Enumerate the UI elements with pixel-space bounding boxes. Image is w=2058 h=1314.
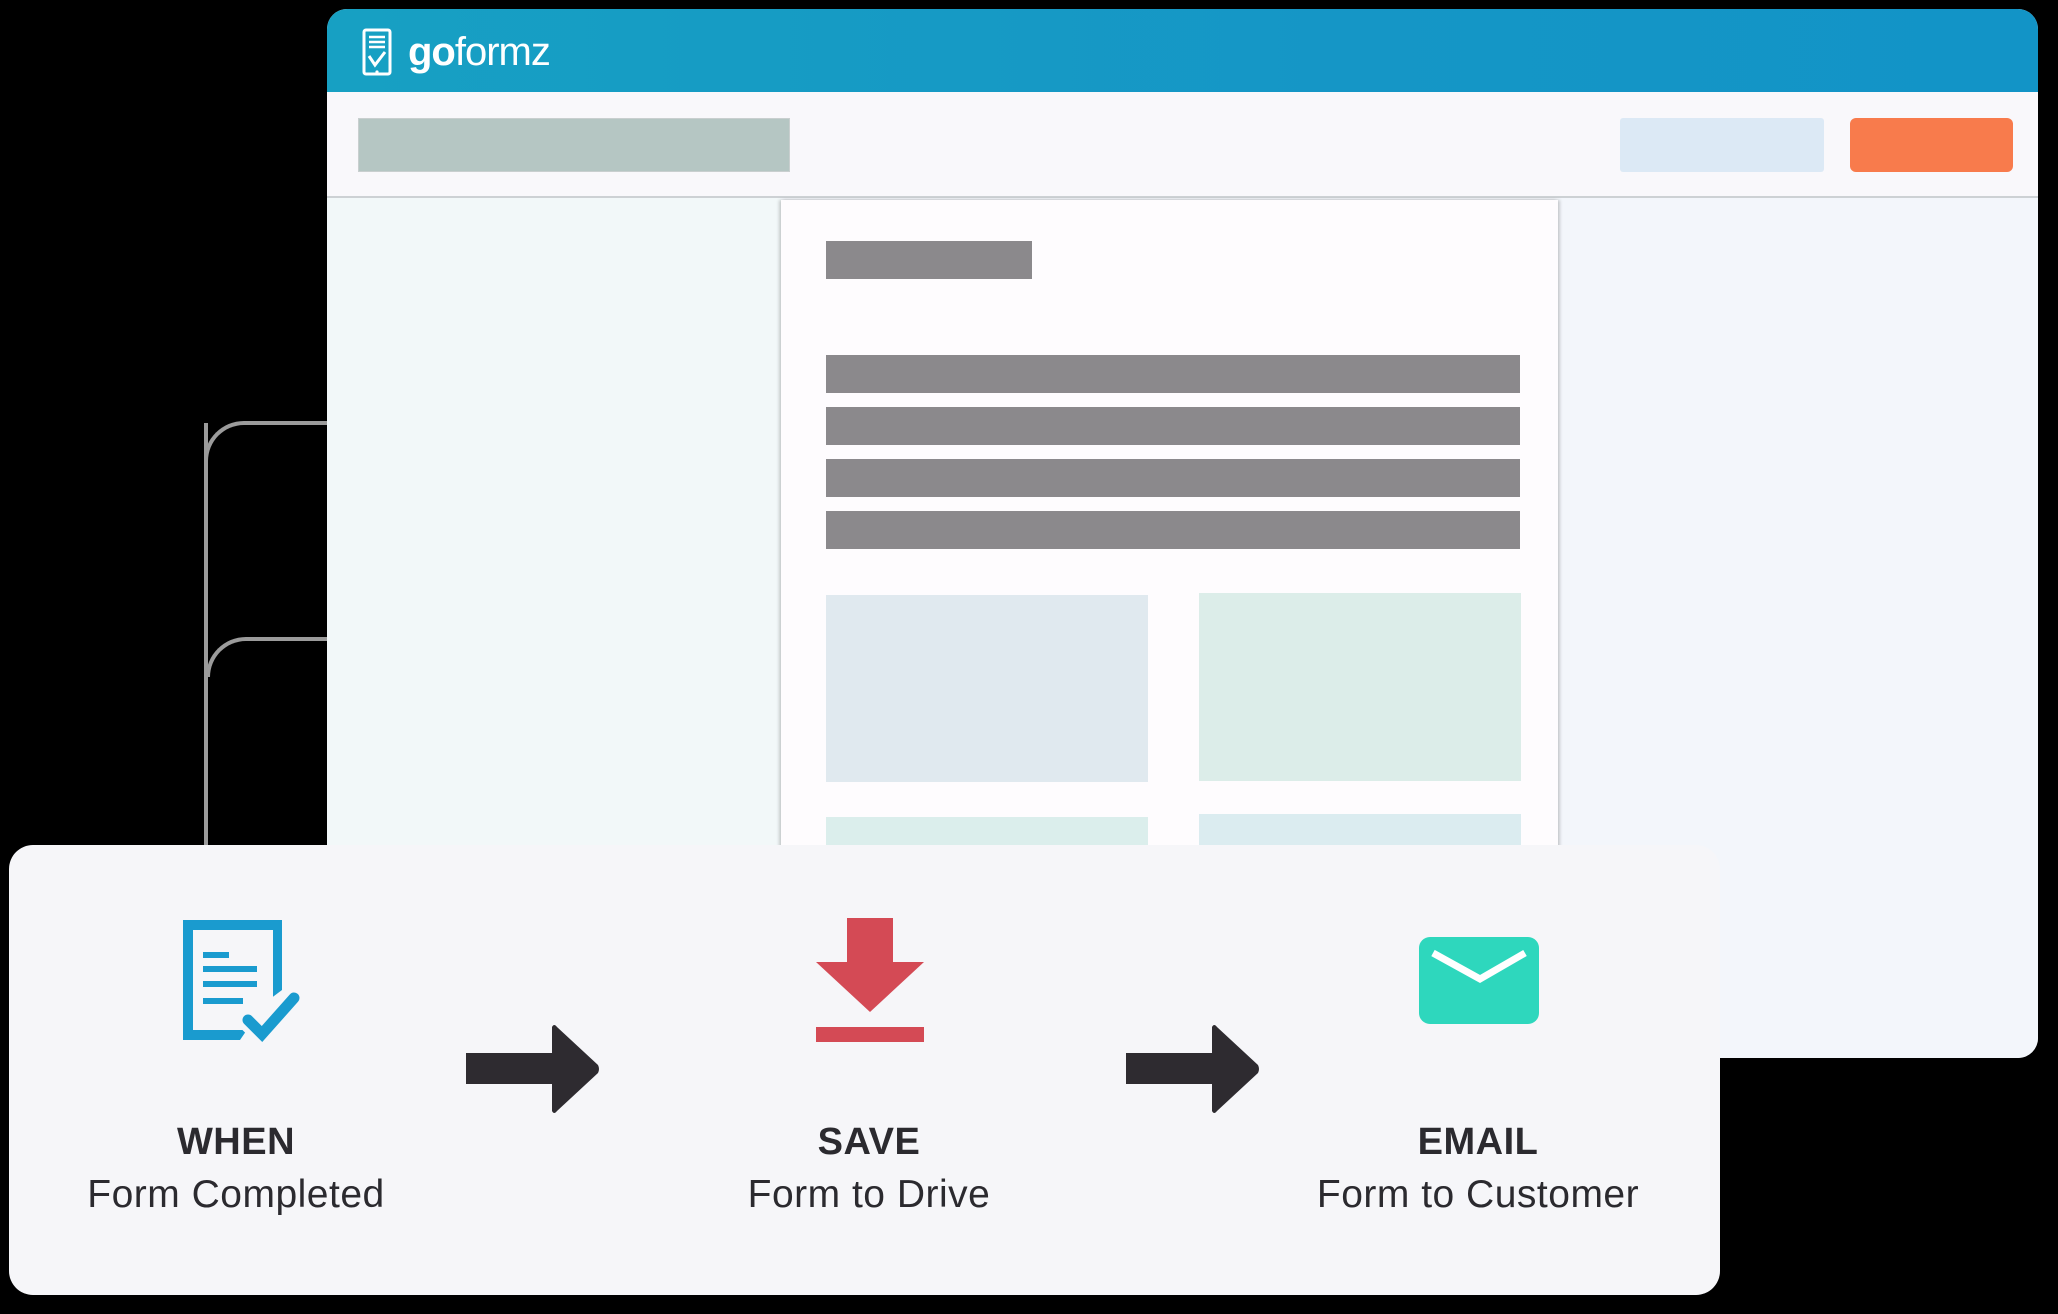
mail-icon <box>1419 937 1539 1024</box>
workflow-step-save[interactable]: SAVE Form to Drive <box>619 845 1119 1295</box>
connector-line-top <box>204 421 327 461</box>
document-field-box[interactable] <box>1199 593 1521 781</box>
app-header: goformz <box>327 9 2038 92</box>
document-text-line <box>826 459 1520 497</box>
brand-name: goformz <box>408 30 551 74</box>
download-icon <box>816 918 924 1042</box>
document-text-line <box>826 407 1520 445</box>
step-subtitle: Form to Drive <box>747 1173 991 1216</box>
workflow-step-when[interactable]: WHEN Form Completed <box>0 845 486 1295</box>
document-text-line <box>826 511 1520 549</box>
step-subtitle: Form Completed <box>87 1173 385 1216</box>
toolbar <box>327 92 2038 198</box>
primary-button[interactable] <box>1850 118 2013 172</box>
step-title: WHEN <box>176 1121 296 1163</box>
form-check-icon <box>183 920 302 1044</box>
brand-name-light: formz <box>454 30 551 74</box>
step-title: EMAIL <box>1417 1121 1539 1163</box>
step-title: SAVE <box>817 1121 921 1163</box>
connector-line-vertical <box>204 423 208 853</box>
document-text-line <box>826 355 1520 393</box>
connector-line-middle <box>206 637 327 677</box>
document-title-placeholder <box>826 241 1032 279</box>
arrow-right-icon <box>466 1025 599 1113</box>
arrow-right-icon <box>1126 1025 1259 1113</box>
secondary-button[interactable] <box>1620 118 1824 172</box>
search-input-placeholder[interactable] <box>358 118 790 172</box>
goformz-logo[interactable]: goformz <box>362 27 551 77</box>
brand-name-bold: go <box>408 30 456 74</box>
workflow-step-email[interactable]: EMAIL Form to Customer <box>1228 845 1728 1295</box>
document-field-box[interactable] <box>826 595 1148 782</box>
app-window: goformz <box>327 9 2038 1058</box>
workflow-card: WHEN Form Completed SAVE Form to Drive E… <box>9 845 1720 1295</box>
tablet-check-icon <box>362 28 392 76</box>
step-subtitle: Form to Customer <box>1316 1173 1640 1216</box>
